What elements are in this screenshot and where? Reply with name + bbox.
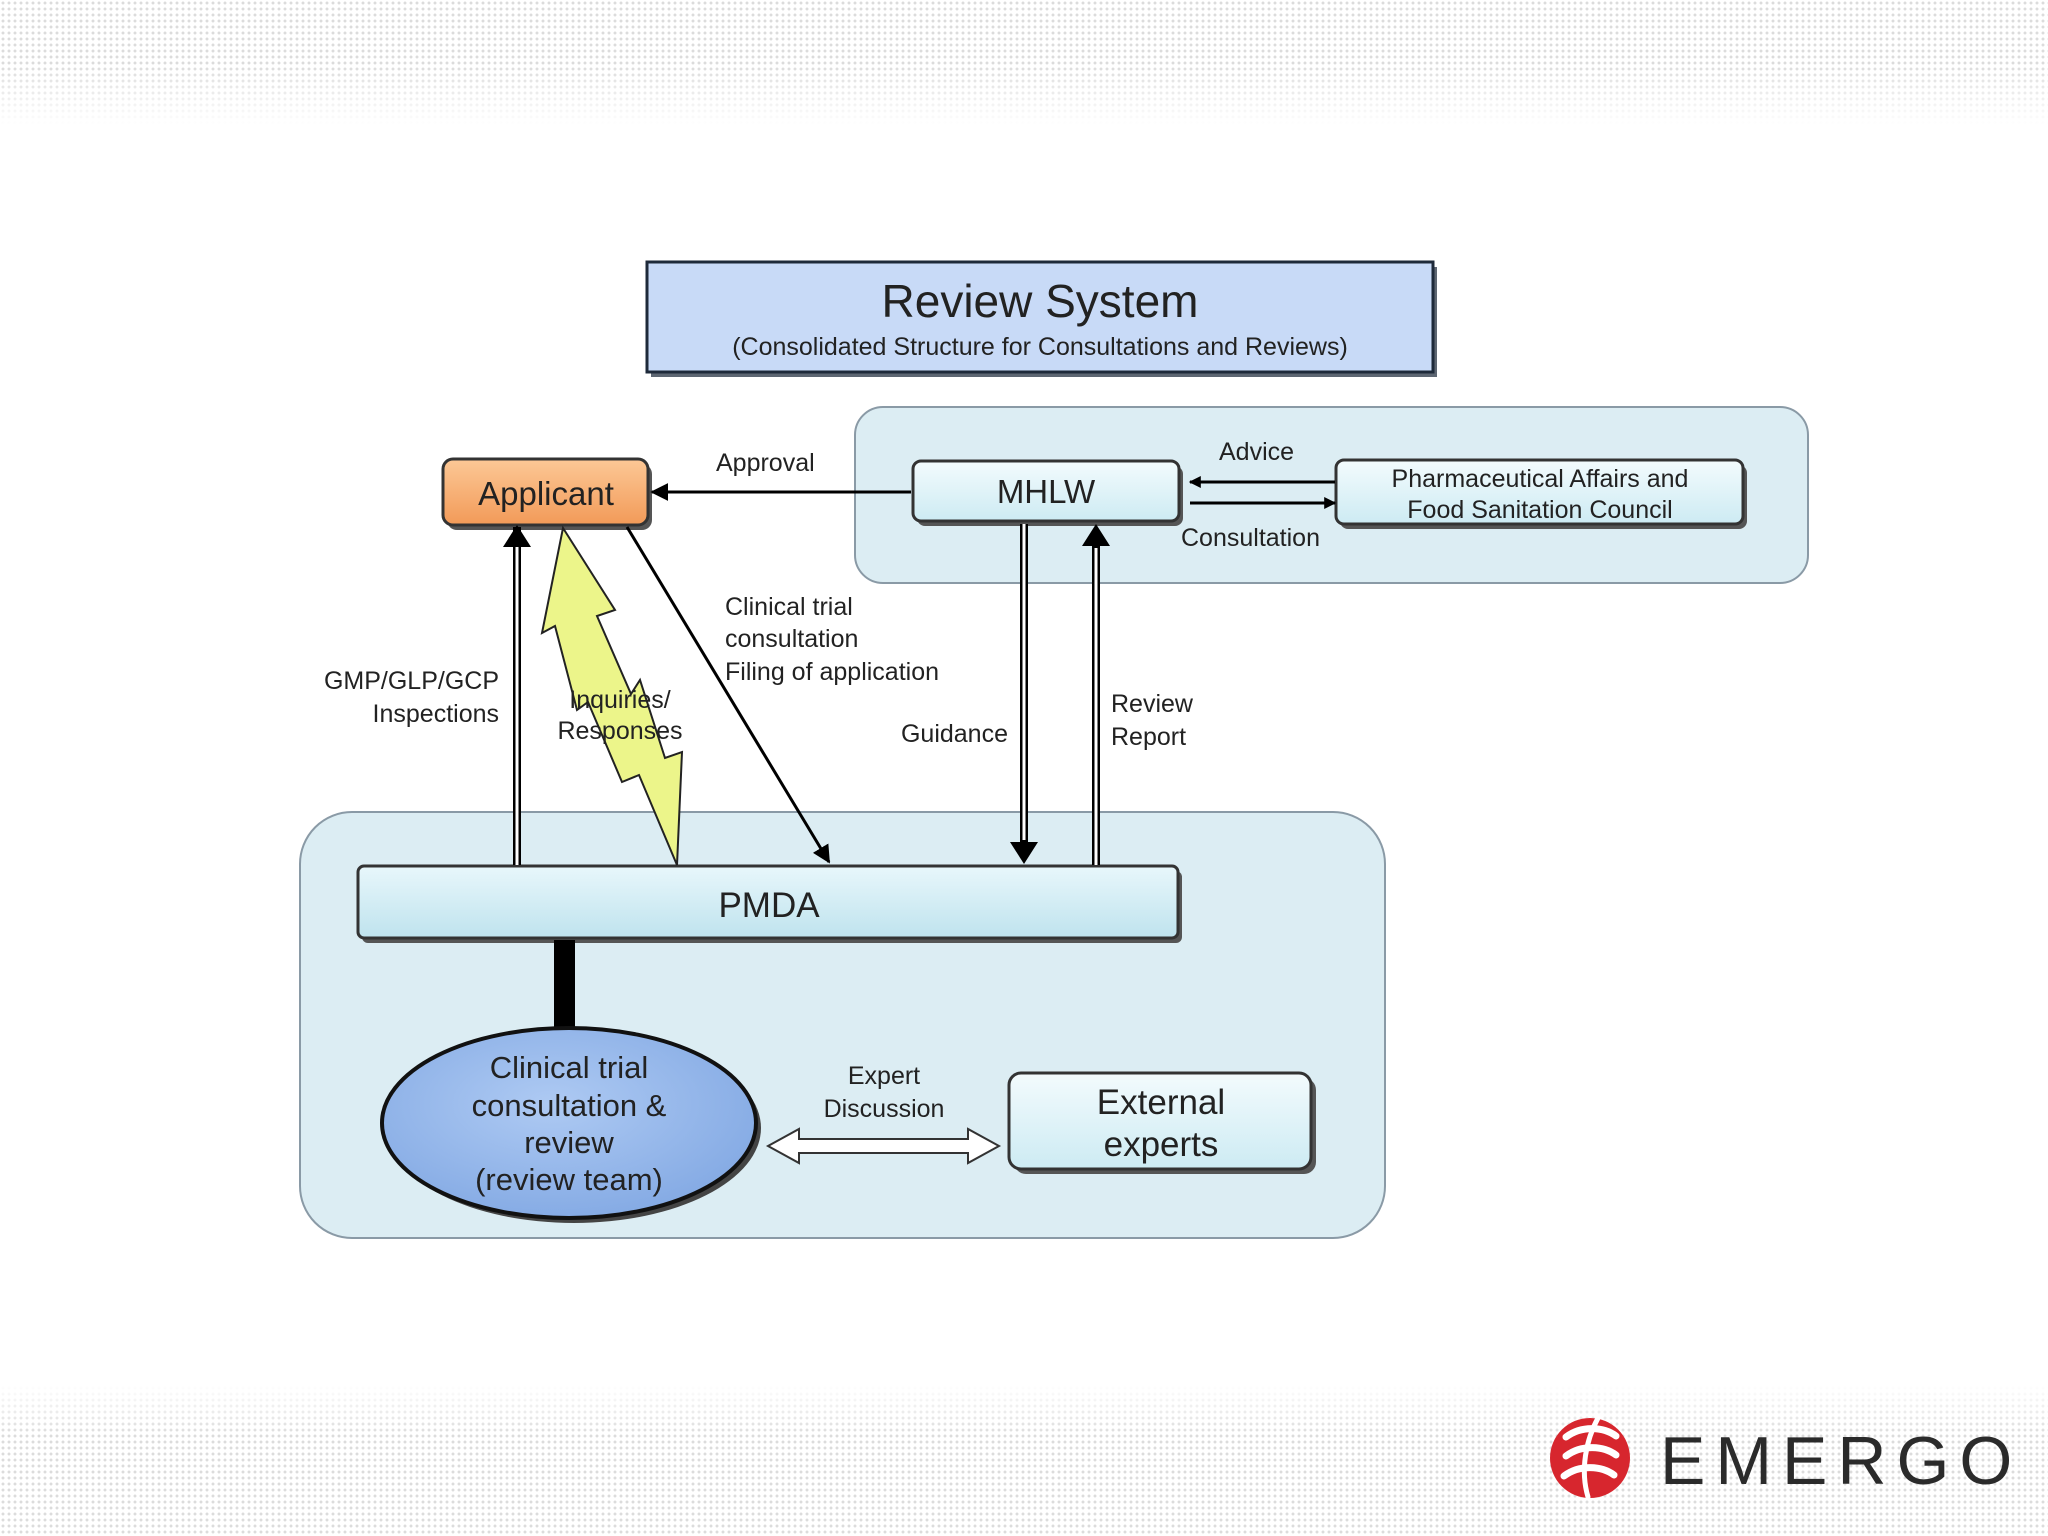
emergo-logo-icon [1550,1415,1630,1500]
pmda-node: PMDA [356,864,1182,943]
expert-discussion-label-line1: Expert [848,1062,920,1090]
title-box: Review System (Consolidated Structure fo… [645,260,1437,377]
consultation-label: Consultation [1181,524,1320,552]
filing-label-line3: Filing of application [725,658,939,686]
inquiries-label-line2: Responses [557,717,682,745]
filing-label-line2: consultation [725,625,858,653]
inspections-label-line2: Inspections [373,700,499,728]
advice-label: Advice [1219,438,1294,466]
applicant-label: Applicant [478,475,614,512]
brand-name: EMERGO [1660,1423,2023,1499]
review-report-label-line2: Report [1111,723,1186,751]
guidance-label: Guidance [901,720,1008,748]
footer-band [0,1385,2048,1536]
title-main: Review System [882,275,1199,327]
inspections-label-line1: GMP/GLP/GCP [324,667,499,695]
applicant-node: Applicant [441,457,652,530]
approval-label: Approval [716,449,815,477]
expert-discussion-label-line2: Discussion [824,1095,945,1123]
inquiries-label-line1: Inquiries/ [569,686,670,714]
pmda-label: PMDA [718,886,820,925]
mhlw-node: MHLW [911,459,1183,526]
review-team-line4: (review team) [475,1162,663,1197]
council-node: Pharmaceutical Affairs and Food Sanitati… [1334,458,1747,529]
header-band [0,0,2048,125]
review-report-label-line1: Review [1111,690,1194,718]
review-team-line2: consultation & [472,1088,667,1123]
review-team-node: Clinical trial consultation & review (re… [380,1026,761,1223]
review-team-line3: review [524,1125,614,1160]
review-team-line1: Clinical trial [490,1050,648,1085]
filing-label-line1: Clinical trial [725,593,853,621]
pmda-team-connector [554,940,575,1030]
external-experts-node: External experts [1007,1071,1316,1174]
mhlw-label: MHLW [997,473,1096,510]
council-label-line2: Food Sanitation Council [1407,496,1672,524]
title-subtitle: (Consolidated Structure for Consultation… [732,333,1348,361]
council-label-line1: Pharmaceutical Affairs and [1392,465,1689,493]
external-experts-line1: External [1097,1083,1225,1122]
external-experts-line2: experts [1104,1125,1219,1164]
inquiries-arrow [540,525,684,866]
expert-discussion-arrow [765,1127,1002,1165]
filing-arrow [625,526,831,864]
